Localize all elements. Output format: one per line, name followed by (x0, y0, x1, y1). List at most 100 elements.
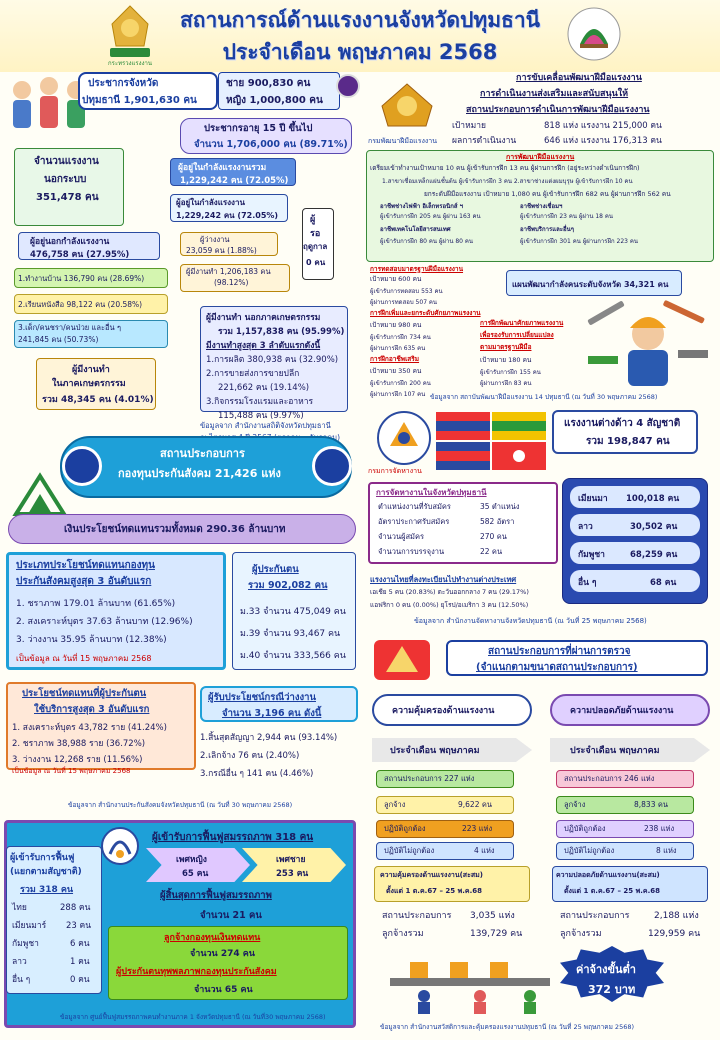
age15-label: ประชากรอายุ 15 ปี ขึ้นไป (204, 123, 313, 134)
skill-result-value: 646 แห่ง แรงงาน 176,313 คน (544, 136, 662, 146)
employment-placed-value: 22 คน (480, 547, 503, 556)
workforce-total-value: 1,229,242 คน (72.05%) (180, 176, 289, 186)
rehab-end-title: ผู้สิ้นสุดการฟื้นฟูสมรรถภาพ (160, 890, 272, 901)
workforce-total-label: ผู้อยู่ในกำลังแรงงานรวม (178, 163, 267, 173)
ministry-logo-left (104, 2, 156, 60)
rehab-end-value: จำนวน 21 คน (200, 910, 262, 921)
labor-source: ข้อมูลจาก สำนักงานสวัสดิการและคุ้มครองแร… (380, 1023, 635, 1031)
housework-value: 1.ทำงานบ้าน 136,790 คน (28.69%) (18, 274, 145, 283)
safety-header (550, 694, 710, 726)
skill-dev-prep: เตรียมเข้าทำงานเป้าหมาย 10 คน ผู้เข้ารับ… (370, 164, 640, 172)
skill-ext-title2: เพื่อรองรับการเปลี่ยนแปลง (480, 331, 554, 339)
population-source1: ข้อมูลจาก สำนักงานสถิติจังหวัดปทุมธานี (200, 421, 331, 430)
informal-label2: นอกระบบ (44, 174, 87, 185)
agri-label2: ในภาคเกษตรกรรม (52, 379, 126, 389)
current-workforce-box (170, 194, 288, 222)
skill-source: ข้อมูลจาก สถาบันพัฒนาฝีมือแรงงาน 14 ปทุม… (430, 393, 658, 401)
inspection-subtitle: (จำแนกตามขนาดสถานประกอบการ) (476, 662, 638, 673)
safety-emp-label: ลูกจ้าง (564, 800, 586, 809)
min-wage-value: 372 บาท (588, 983, 636, 996)
abroad-line1: เอเชีย 5 คน (20.83%) ตะวันออกกลาง 7 คน (… (370, 588, 529, 596)
sso-unemp-item1: 1.สิ้นสุดสัญญา 2,944 คน (93.14%) (200, 733, 338, 743)
skill-ext-applicants: ผู้เข้ารับการฝึก 155 คน (480, 369, 541, 376)
rehab-nat-value: 6 คน (70, 939, 90, 949)
protection-month-bar (372, 738, 532, 762)
skill-target-label: เป้าหมาย (452, 121, 487, 131)
non-agri-top1: 1.การผลิต 380,938 คน (32.90%) (206, 355, 339, 365)
safety-header-label: ความปลอดภัยด้านแรงงาน (570, 706, 674, 716)
skill-elec-title: อาชีพช่างไฟฟ้า อิเล็กทรอนิกส์ ฯ (380, 203, 463, 210)
sso-dot-left (62, 446, 102, 486)
other-box (14, 320, 168, 348)
skill-dev-prep-detail: 1.สาขาเชื่อมเหล็กแผ่นชั้นต้น ผู้เข้ารับก… (382, 178, 633, 185)
foreign-item-value: 68,259 คน (630, 550, 678, 560)
skill-promote-title: การฝึกอาชีพเสริม (370, 355, 420, 363)
non-agri-label: ผู้มีงานทำ นอกภาคเกษตรกรรม (206, 313, 321, 323)
sso-establishment-value: กองทุนประกันสังคม 21,426 แห่ง (118, 467, 281, 480)
sso-unemp-value: จำนวน 3,196 คน ดังนี้ (222, 708, 322, 719)
sso-establishment-label: สถานประกอบการ (160, 447, 245, 460)
seasonal-l4: 0 คน (306, 258, 326, 267)
rehab-female-label: เพศหญิง (176, 855, 207, 865)
protection-est: สถานประกอบการ 227 แห่ง (384, 774, 475, 783)
skill-promote-target: เป้าหมาย 350 คน (370, 367, 422, 375)
province-population-box (78, 72, 218, 110)
sso-benefit-used-box (6, 682, 196, 770)
rehab-type2-value: จำนวน 65 คน (194, 985, 253, 995)
inspection-title: สถานประกอบการที่ผ่านการตรวจ (488, 646, 631, 657)
skill-result-label: ผลการดำเนินงาน (452, 136, 517, 146)
rehab-male-value: 253 คน (276, 869, 309, 879)
rehab-male-label: เพศชาย (276, 855, 306, 865)
rehab-nat-name: เมียนมาร์ (12, 921, 47, 931)
sso-insured-m33: ม.33 จำนวน 475,049 คน (240, 607, 346, 617)
rehab-nat-title1: ผู้เข้ารับการฟื้นฟู (10, 853, 75, 863)
doe-logo (376, 410, 432, 466)
sso-unemp-box (200, 686, 358, 722)
safety-cum-box (552, 866, 708, 902)
protection-ok-label: ปฏิบัติถูกต้อง (384, 824, 426, 833)
skill-weld-value: ผู้เข้ารับการฝึก 23 คน ผู้ผ่าน 18 คน (520, 213, 613, 220)
protection-emp-row (376, 796, 514, 814)
skill-heading3: สถานประกอบการดำเนินการพัฒนาฝีมือแรงงาน (466, 105, 650, 115)
employed-value: (98.12%) (214, 278, 249, 287)
skill-std-passed: ผู้ผ่านการทดสอบ 507 คน (370, 299, 438, 306)
rehab-total-title: ผู้เข้ารับการฟื้นฟูสมรรถภาพ 318 คน (152, 832, 314, 843)
male-count: ชาย 900,830 คน (226, 78, 311, 89)
sso-total-benefit-value: เงินประโยชน์ทดแทนรวมทั้งหมด 290.36 ล้านบ… (64, 524, 286, 535)
rehab-nat-name: ไทย (12, 903, 27, 913)
inspection-title-box (446, 640, 708, 676)
foreign-total-value: รวม 198,847 คน (586, 436, 670, 447)
safety-emp-value: 8,833 คน (634, 800, 668, 809)
skill-std-applicants: ผู้เข้ารับการทดสอบ 553 คน (370, 288, 443, 295)
skill-dev-box (366, 150, 714, 262)
sso-insured-title: ผู้ประกันตน (252, 564, 299, 575)
protection-emp-value: 9,622 คน (458, 800, 492, 809)
sso-unemp-item3: 3.กรณีอื่น ๆ 141 คน (4.46%) (200, 769, 314, 779)
current-workforce-label: ผู้อยู่ในกำลังแรงงาน (176, 198, 245, 207)
workforce-total-box (170, 158, 296, 186)
safety-month: ประจำเดือน พฤษภาคม (570, 746, 660, 756)
not-in-workforce-box (18, 232, 160, 260)
safety-cum-period: ตั้งแต่ 1 ต.ค.67 – 25 พ.ค.68 (564, 887, 660, 895)
sso-unemp-item2: 2.เลิกจ้าง 76 คน (2.40%) (200, 751, 300, 761)
study-box (14, 294, 168, 314)
employment-box (368, 482, 558, 564)
skill-service-title: อาชีพบริการและอื่นๆ (520, 226, 574, 233)
rehab-type1-label: ลูกจ้างกองทุนเงินทดแทน (164, 933, 261, 943)
safety-ok-value: 238 แห่ง (644, 824, 675, 833)
skill-ext-title1: การฝึกพัฒนาศักยภาพแรงงาน (480, 319, 564, 327)
skill-upskill-passed: ผู้ผ่านการฝึก 635 คน (370, 345, 426, 352)
protection-total-est-label: สถานประกอบการ (382, 911, 452, 921)
unemployed-value: 23,059 คน (1.88%) (186, 246, 257, 255)
foreign-item-value: 30,502 คน (630, 522, 678, 532)
employment-rate-label: อัตราประกาศรับสมัคร (378, 517, 450, 526)
population-label: ประชากรจังหวัด (88, 78, 159, 89)
protection-total-emp-value: 139,729 คน (470, 929, 523, 939)
non-agri-top2-value: 221,662 คน (19.14%) (218, 383, 310, 393)
rehab-male-box (242, 848, 346, 882)
non-agri-top2: 2.การขายส่งการขายปลีก (206, 369, 300, 379)
rehab-nat-name: กัมพูชา (12, 939, 39, 949)
protection-header-label: ความคุ้มครองด้านแรงงาน (392, 706, 495, 716)
